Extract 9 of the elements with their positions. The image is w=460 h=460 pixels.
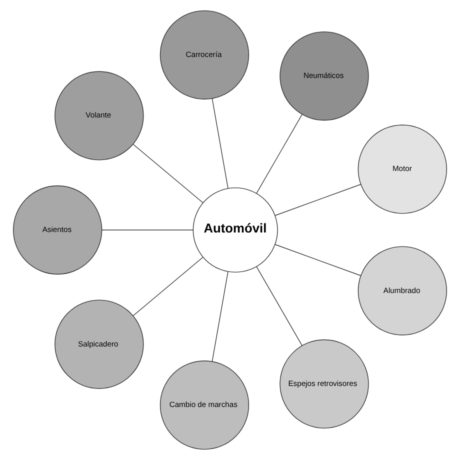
connector: [132, 256, 204, 316]
connector: [274, 184, 362, 216]
connector: [274, 244, 362, 276]
connector: [256, 114, 302, 194]
connector: [212, 271, 228, 362]
connector: [256, 266, 302, 346]
connector: [132, 144, 204, 204]
connector: [212, 98, 228, 189]
node-circle: Automóvil: [192, 187, 278, 273]
